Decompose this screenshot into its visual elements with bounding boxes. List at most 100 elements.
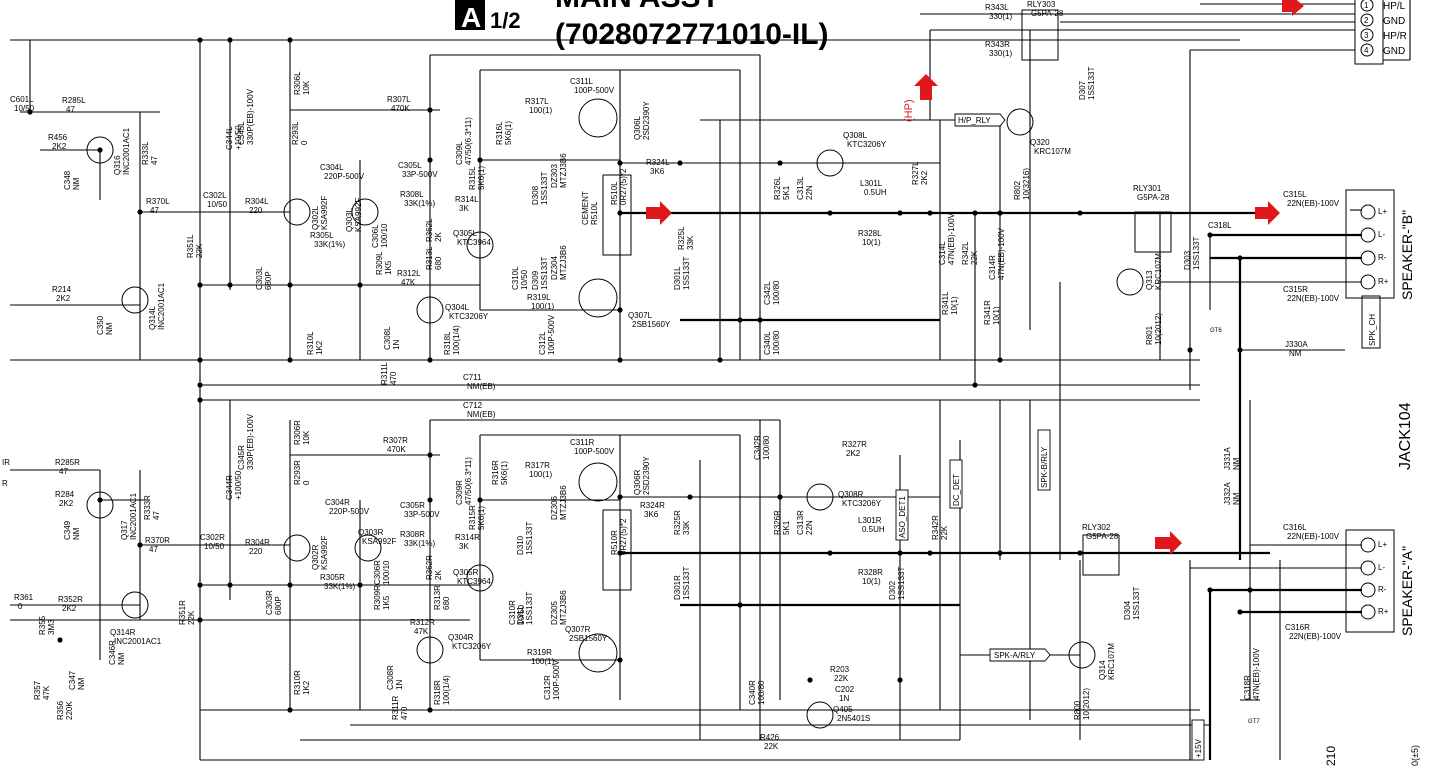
part-ref-c340l: C340L bbox=[763, 331, 772, 355]
part-value-c304r: 220P-500V bbox=[329, 507, 370, 516]
part-ref-r361: R361 bbox=[14, 593, 34, 602]
part-ref-r293l: R293L bbox=[291, 121, 300, 145]
part-ref-c712: C712 bbox=[463, 401, 483, 410]
part-ref-r315l: R315L bbox=[468, 166, 477, 190]
part-value-r333l: 47 bbox=[150, 156, 159, 165]
part-ref-c311r: C311R bbox=[570, 438, 595, 447]
part-value-r318l: 100(1/4) bbox=[452, 325, 461, 355]
assy-part-number: (7028072771010-IL) bbox=[555, 18, 829, 51]
part-ref-r352r: R352R bbox=[58, 595, 83, 604]
part-value-r343r: 330(1) bbox=[989, 49, 1012, 58]
part-ref-c347: C347 bbox=[68, 670, 77, 690]
part-value-c313l: 22N bbox=[805, 185, 814, 200]
part-ref-c308l: C308L bbox=[383, 326, 392, 350]
part-ref-r357: R357 bbox=[33, 680, 42, 700]
part-ref-r313l: R313L bbox=[425, 246, 434, 270]
part-value-r362l: 2K bbox=[434, 232, 443, 242]
part-value-r800: 10(2012) bbox=[1082, 688, 1091, 720]
part-value-r357: 47K bbox=[42, 685, 51, 700]
part-ref-l301l: L301L bbox=[860, 179, 883, 188]
part-ref-c601l: C601L bbox=[10, 95, 34, 104]
part-ref-j332a: J332A bbox=[1223, 482, 1232, 505]
part-ref-r306r: R306R bbox=[293, 420, 302, 445]
relay-rly303 bbox=[1021, 9, 1059, 61]
part-ref-d311: D311 bbox=[516, 606, 525, 625]
part-ref-q314: Q314 bbox=[1098, 660, 1107, 680]
part-value-r326r: 5K1 bbox=[782, 520, 791, 535]
spk-a-pin-1: L+ bbox=[1378, 540, 1387, 549]
part-value-r308l: 33K(1%) bbox=[404, 199, 435, 208]
assy-badge-letter: A bbox=[461, 2, 481, 33]
part-ref-c306l: C306L bbox=[371, 224, 380, 248]
part-ref-c346r: C346R bbox=[108, 640, 117, 665]
signal-arrows bbox=[646, 0, 1304, 555]
part-value-c202: 1N bbox=[839, 694, 849, 703]
part-ref-c345l: C345L bbox=[237, 121, 246, 145]
part-ref-r362l: R362L bbox=[425, 218, 434, 242]
spk-b-net-tag bbox=[1037, 429, 1051, 491]
part-ref-c711: C711 bbox=[463, 373, 482, 382]
part-ref-c342l: C342L bbox=[763, 281, 772, 305]
part-value-c313r: 22N bbox=[805, 520, 814, 535]
part-ref-c309r: C309R bbox=[455, 480, 464, 505]
aso-net-tag bbox=[895, 489, 909, 541]
hp-label-4: GND bbox=[1383, 46, 1405, 57]
part-value-r370r: 47 bbox=[149, 545, 158, 554]
part-ref-r214: R214 bbox=[52, 285, 72, 294]
part-ref-r315r: R315R bbox=[468, 505, 477, 530]
part-ref-r510r: R510R bbox=[610, 530, 619, 555]
part-value-j331a: NM bbox=[1232, 457, 1241, 470]
part-ref-c315r: C315R bbox=[1283, 285, 1308, 294]
part-value-r311l: 470 bbox=[389, 371, 398, 385]
part-value-c342l: 100/80 bbox=[772, 280, 781, 305]
part-value-r315r: 5K6(1) bbox=[477, 506, 486, 530]
spk-b-pin-1: L+ bbox=[1378, 207, 1387, 216]
hp-jack bbox=[1354, 0, 1411, 65]
part-ref-r285r: R285R bbox=[55, 458, 80, 467]
part-value-l301l: 0.5UH bbox=[864, 188, 887, 197]
part-value-d301r: 1SS133T bbox=[682, 567, 691, 600]
spk-ch-tag: SPK_CH bbox=[1368, 314, 1377, 346]
part-value-c310r: 10/50 bbox=[517, 604, 526, 625]
part-ref-r324l: R324L bbox=[646, 158, 670, 167]
part-value-r317l: 100(1) bbox=[529, 106, 552, 115]
speaker-a-title: SPEAKER-"A" bbox=[1399, 546, 1415, 636]
part-value-q314: KRC107M bbox=[1107, 643, 1116, 680]
part-ref-r317r: R317R bbox=[525, 461, 550, 470]
part-value-r319l: 100(1) bbox=[531, 302, 554, 311]
part-ref-r284: R284 bbox=[55, 490, 75, 499]
part-ref-r426: R426 bbox=[760, 733, 780, 742]
part-ref-c345r: C345R bbox=[237, 445, 246, 470]
part-value-c306r: 100/10 bbox=[382, 560, 391, 585]
part-value-c340r: 100/80 bbox=[757, 680, 766, 705]
transistor-symbols bbox=[86, 98, 1144, 729]
part-value-d307: 1SS133T bbox=[1087, 67, 1096, 100]
part-ref-cement: CEMENT bbox=[581, 191, 590, 225]
p15-net-tag bbox=[1191, 719, 1205, 761]
part-value-r324r: 3K6 bbox=[644, 510, 659, 519]
hp-pin-4: 4 bbox=[1364, 46, 1369, 55]
part-ref-c202: C202 bbox=[835, 685, 855, 694]
part-value-d301l: 1SS133T bbox=[682, 257, 691, 290]
part-ref-r327l: R327L bbox=[911, 161, 920, 185]
aso-net-label: ASO_DET1 bbox=[898, 496, 907, 538]
part-ref-dz305: DZ305 bbox=[550, 600, 559, 625]
part-value-c346r: NM bbox=[117, 652, 126, 665]
hp-pin-1: 1 bbox=[1364, 1, 1369, 10]
part-ref-r370r: R370R bbox=[145, 536, 170, 545]
part-ref-c340r: C340R bbox=[748, 680, 757, 705]
part-value-r312l: 47K bbox=[401, 278, 416, 287]
part-value-q316: INC2001AC1 bbox=[122, 127, 131, 175]
part-ref-r305r: R305R bbox=[320, 573, 345, 582]
part-value-r341l: 10(1) bbox=[950, 296, 959, 315]
part-ref-d301l: D301L bbox=[673, 266, 682, 290]
part-value-r316l: 5K6(1) bbox=[504, 121, 513, 145]
part-value-j332a: NM bbox=[1232, 492, 1241, 505]
part-ref-c303r: C303R bbox=[265, 590, 274, 615]
part-ref-r800: R800 bbox=[1073, 700, 1082, 720]
part-value-c312l: 100P-500V bbox=[547, 314, 556, 355]
part-value-r351l: 22K bbox=[195, 243, 204, 258]
spk-a-net-tag bbox=[989, 648, 1051, 662]
part-ref-dz304: DZ304 bbox=[550, 255, 559, 280]
part-ref-c303l: C303L bbox=[255, 266, 264, 290]
